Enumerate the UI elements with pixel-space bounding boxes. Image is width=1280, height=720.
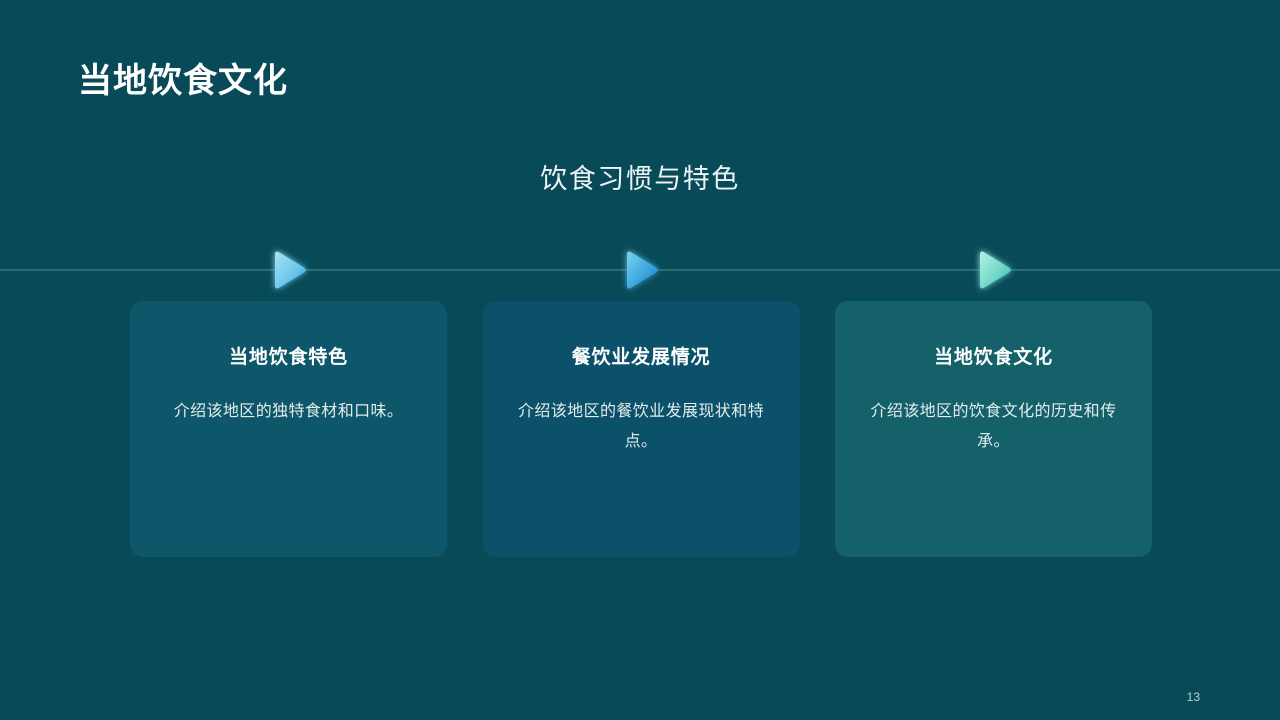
card-1-title: 当地饮食特色 xyxy=(229,347,348,368)
content-card-row: 当地饮食特色 介绍该地区的独特食材和口味。 餐饮业发展情况 介绍该地区的餐饮业发… xyxy=(130,301,1152,557)
slide-subtitle: 饮食习惯与特色 xyxy=(540,164,740,194)
card-1-body: 介绍该地区的独特食材和口味。 xyxy=(173,403,404,420)
card-3-title: 当地饮食文化 xyxy=(934,347,1053,368)
page-title: 当地饮食文化 xyxy=(78,62,288,100)
content-card-2[interactable]: 餐饮业发展情况 介绍该地区的餐饮业发展现状和特点。 xyxy=(482,301,800,557)
play-marker-2-icon xyxy=(618,248,662,292)
card-2-body: 介绍该地区的餐饮业发展现状和特点。 xyxy=(517,403,764,450)
content-card-3[interactable]: 当地饮食文化 介绍该地区的饮食文化的历史和传承。 xyxy=(835,301,1152,557)
play-marker-3-icon xyxy=(971,248,1015,292)
play-marker-1-icon xyxy=(266,248,310,292)
card-3-body: 介绍该地区的饮食文化的历史和传承。 xyxy=(870,403,1117,450)
content-card-1[interactable]: 当地饮食特色 介绍该地区的独特食材和口味。 xyxy=(130,301,447,557)
card-2-title: 餐饮业发展情况 xyxy=(571,347,711,368)
page-number: 13 xyxy=(1186,690,1200,704)
